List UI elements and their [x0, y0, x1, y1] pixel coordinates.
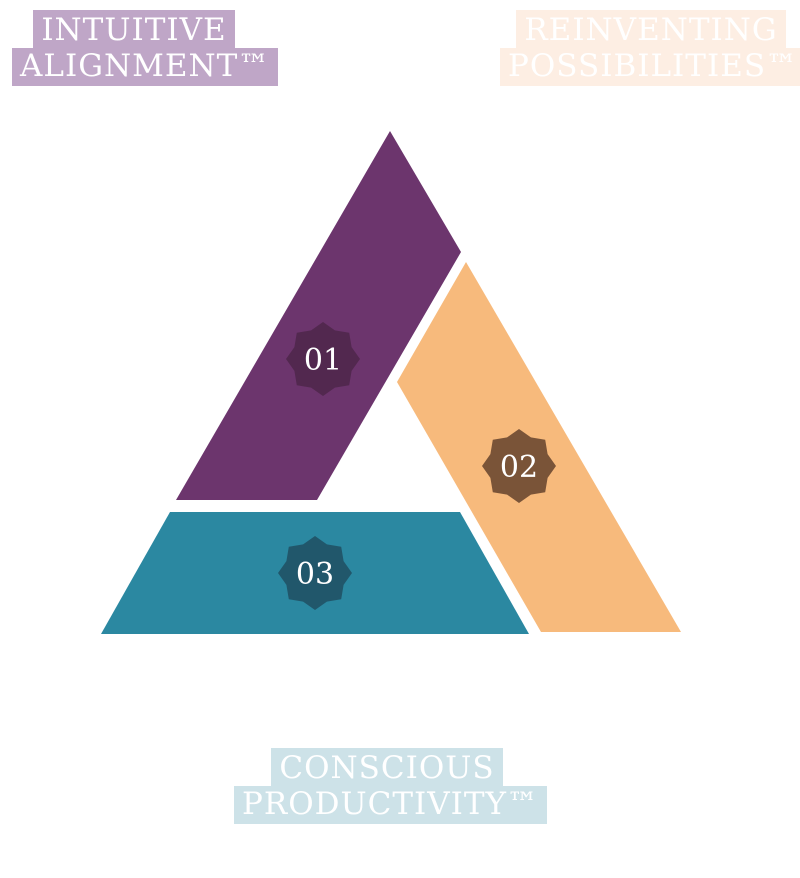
badge-01: 01: [286, 322, 360, 396]
badge-number: 01: [304, 343, 342, 378]
badge-03: 03: [278, 536, 352, 610]
segment-01: [176, 131, 461, 500]
label-line-1: REINVENTING: [516, 10, 786, 48]
badge-star-icon: [482, 429, 556, 503]
label-line-1: CONSCIOUS: [271, 748, 503, 786]
label-line-1: INTUITIVE: [33, 10, 235, 48]
badge-star-icon: [278, 536, 352, 610]
label-line-2: ALIGNMENT™: [12, 48, 279, 86]
label-conscious-productivity: CONSCIOUS PRODUCTIVITY™: [234, 748, 548, 824]
label-reinventing-possibilities: REINVENTING POSSIBILITIES™: [500, 10, 800, 86]
badge-number: 02: [500, 450, 538, 485]
label-line-2: POSSIBILITIES™: [500, 48, 800, 86]
badge-number: 03: [296, 557, 334, 592]
badge-star-icon: [286, 322, 360, 396]
label-line-2: PRODUCTIVITY™: [234, 786, 548, 824]
badge-02: 02: [482, 429, 556, 503]
label-intuitive-alignment: INTUITIVE ALIGNMENT™: [12, 10, 279, 86]
